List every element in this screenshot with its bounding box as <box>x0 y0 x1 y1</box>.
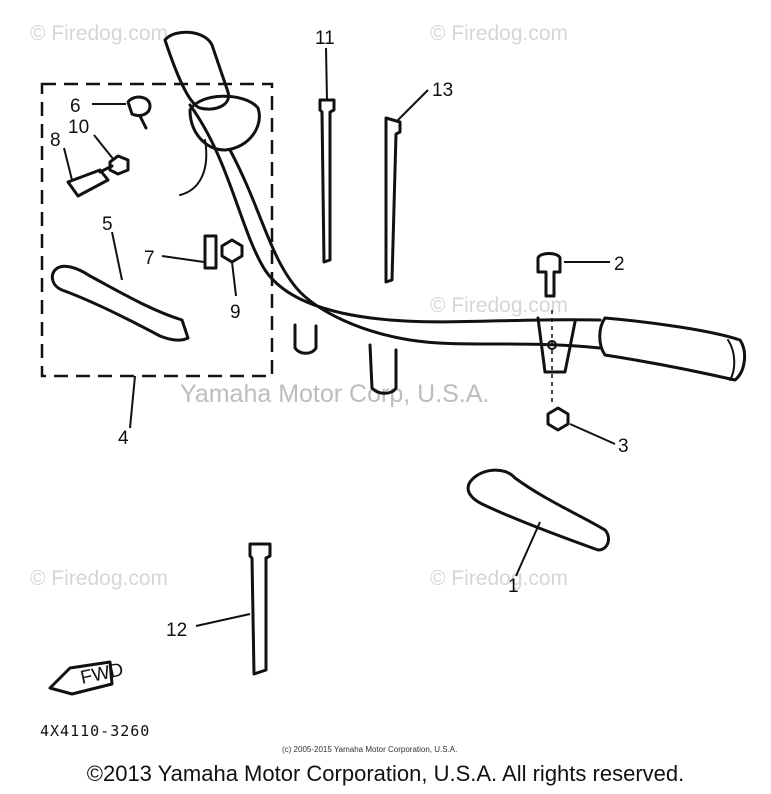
part-10-nut <box>108 154 130 176</box>
callout-2: 2 <box>614 254 625 275</box>
watermark-firedog: © Firedog.com <box>430 294 568 317</box>
small-copyright: (c) 2005-2015 Yamaha Motor Corporation, … <box>282 745 457 754</box>
watermark-yamaha: Yamaha Motor Corp, U.S.A. <box>180 380 489 408</box>
callout-10: 10 <box>68 117 89 138</box>
watermark-firedog: © Firedog.com <box>430 22 568 45</box>
handlebar <box>163 30 747 395</box>
callout-3: 3 <box>618 436 629 457</box>
callout-4: 4 <box>118 428 129 449</box>
fwd-arrow-icon <box>48 660 114 696</box>
watermark-firedog: © Firedog.com <box>30 22 168 45</box>
part-2-bolt <box>536 252 562 298</box>
part-1-lever <box>466 468 610 552</box>
watermark-firedog: © Firedog.com <box>30 567 168 590</box>
leader-lines <box>63 47 616 627</box>
part-9-nut <box>220 238 244 264</box>
watermark-firedog: © Firedog.com <box>430 567 568 590</box>
assembly-group-box <box>40 82 274 378</box>
callout-12: 12 <box>166 620 187 641</box>
part-12-cable-tie <box>248 542 272 676</box>
part-7-bolt <box>203 234 218 270</box>
part-11-cable-tie <box>318 98 336 264</box>
part-5-lever <box>50 264 190 342</box>
callout-7: 7 <box>144 248 155 269</box>
watermark-layer: © Firedog.com © Firedog.com © Firedog.co… <box>30 22 568 590</box>
callout-8: 8 <box>50 130 61 151</box>
part-13-cable-tie <box>384 116 402 284</box>
callout-1: 1 <box>508 576 519 597</box>
callout-labels: 6 10 8 5 7 9 4 2 3 1 11 13 12 <box>50 28 629 641</box>
callout-9: 9 <box>230 302 241 323</box>
diagram-code: 4X4110-3260 <box>40 722 150 740</box>
part-6-screw <box>126 95 152 130</box>
callout-5: 5 <box>102 214 113 235</box>
callout-11: 11 <box>315 28 335 49</box>
part-8-bolt <box>66 164 114 198</box>
callout-13: 13 <box>432 80 453 101</box>
footer-copyright: ©2013 Yamaha Motor Corporation, U.S.A. A… <box>86 761 685 786</box>
callout-6: 6 <box>70 96 81 117</box>
part-3-nut <box>546 406 570 432</box>
fwd-label: FWD <box>79 659 126 689</box>
